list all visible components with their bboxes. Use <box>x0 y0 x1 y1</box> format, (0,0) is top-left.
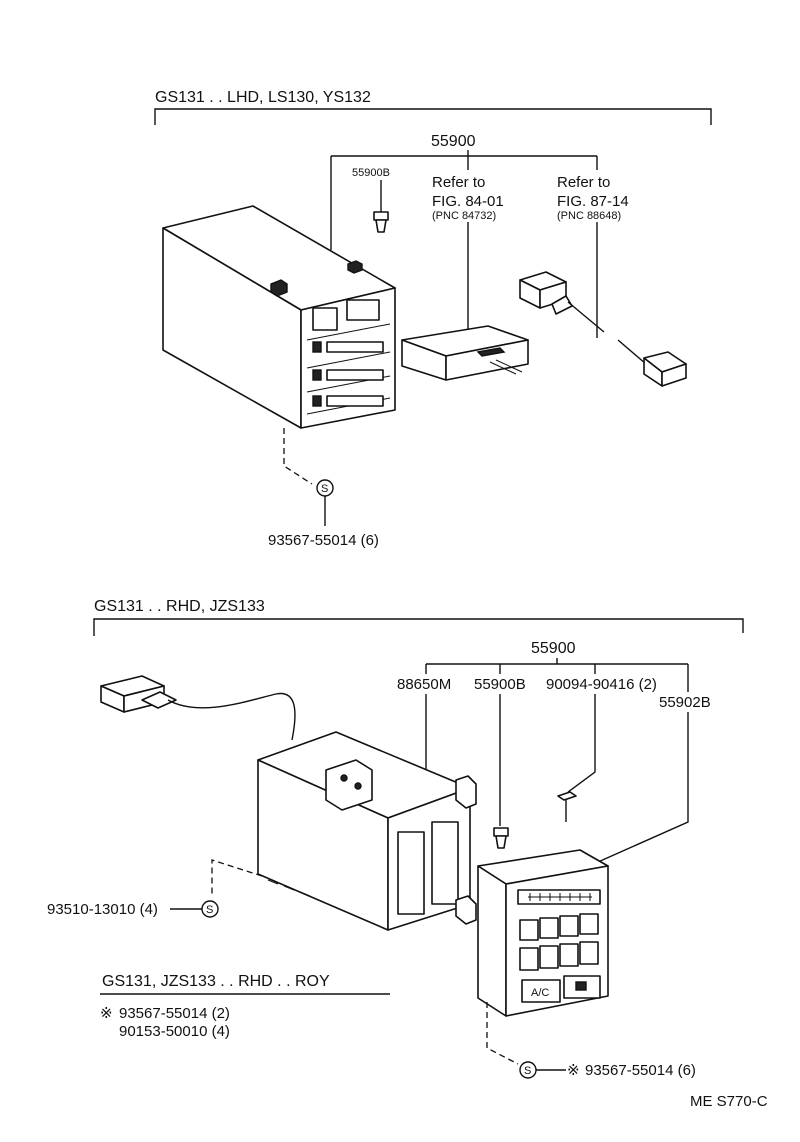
top-ref1-line3: (PNC 84732) <box>432 210 496 222</box>
bottom-right-screw-dashed-leader <box>486 1002 519 1065</box>
note-title: GS131, JZS133 . . RHD . . ROY <box>102 973 330 990</box>
top-ref2-line3: (PNC 88648) <box>557 210 621 222</box>
bottom-part-b-label: 55900B <box>474 676 526 693</box>
bottom-clip-part <box>493 827 509 849</box>
bottom-part-a-label: 88650M <box>397 676 451 693</box>
bottom-part-d-leader <box>597 712 689 863</box>
bottom-bracket-part <box>257 731 477 931</box>
bottom-section-title: GS131 . . RHD, JZS133 <box>94 598 265 615</box>
bottom-right-screw-star: ※ <box>567 1062 580 1079</box>
note-line2: 90153-50010 (4) <box>119 1023 230 1040</box>
top-assembly-label: 55900 <box>431 133 476 150</box>
bottom-right-screw-label: 93567-55014 (6) <box>585 1062 696 1079</box>
bottom-left-screw-dashed-leader <box>211 859 263 896</box>
footer-code: ME S770-C <box>690 1093 768 1110</box>
top-clip-label: 55900B <box>352 167 390 179</box>
bottom-part-c-leader <box>567 694 596 793</box>
top-ref2-part <box>519 271 687 387</box>
top-ref2-line2: FIG. 87-14 <box>557 193 629 210</box>
bottom-part-d-label: 55902B <box>659 694 711 711</box>
bottom-part-c-label: 90094-90416 (2) <box>546 676 657 693</box>
top-section-bracket <box>154 108 712 125</box>
top-screw-dashed-leader <box>283 428 313 485</box>
note-line1: 93567-55014 (2) <box>119 1005 230 1022</box>
top-ref1-line1: Refer to <box>432 174 485 191</box>
bottom-right-screw-symbol-text: S <box>524 1065 531 1077</box>
bottom-left-screw-symbol <box>201 900 219 918</box>
bottom-left-screw-label: 93510-13010 (4) <box>47 901 158 918</box>
top-ref2-line1: Refer to <box>557 174 610 191</box>
top-screw-label: 93567-55014 (6) <box>268 532 379 549</box>
bottom-left-screw-symbol-text: S <box>206 904 213 916</box>
bottom-screw-c-part <box>557 791 577 822</box>
top-control-unit <box>162 205 396 429</box>
bottom-harness-part <box>100 675 296 741</box>
top-clip-part <box>373 211 389 233</box>
top-screw-symbol-text: S <box>321 483 328 495</box>
top-section-title: GS131 . . LHD, LS130, YS132 <box>155 89 371 106</box>
note-star: ※ <box>100 1005 113 1022</box>
top-ref1-line2: FIG. 84-01 <box>432 193 504 210</box>
top-assembly-leader <box>330 150 598 250</box>
bottom-control-panel: A/C <box>477 849 609 1017</box>
bottom-assembly-label: 55900 <box>531 640 576 657</box>
bottom-section-bracket <box>93 618 744 636</box>
panel-ac-label: A/C <box>531 987 549 999</box>
top-ref1-part <box>401 325 529 381</box>
bottom-assembly-leader <box>425 658 689 692</box>
